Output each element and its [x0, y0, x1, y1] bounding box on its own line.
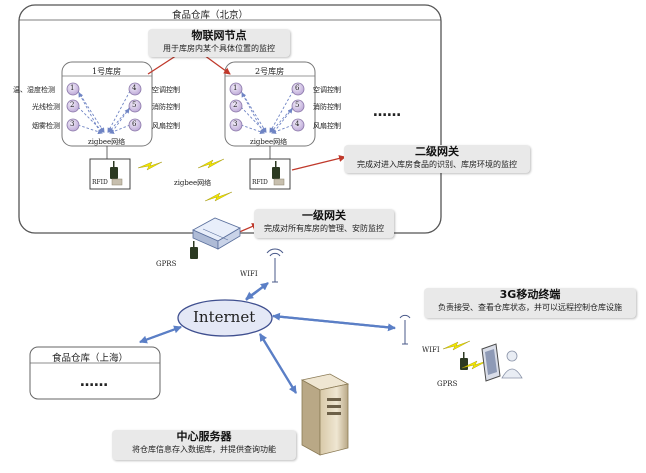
terminal-title: 3G移动终端 — [499, 288, 561, 301]
wifi-label-left: WIFI — [240, 270, 258, 278]
control-label-fan-2: 风扇控制 — [313, 122, 341, 130]
node-2-5: 5 — [295, 101, 300, 109]
node-1-5: 5 — [132, 101, 137, 109]
control-label-fire-1: 消防控制 — [152, 103, 180, 111]
node-2-4: 4 — [295, 120, 300, 128]
first-gateway-callout: 一级网关 完成对所有库房的管理、安防监控 — [254, 209, 394, 238]
rfid-label-1: RFID — [92, 179, 108, 186]
second-gateway-callout: 二级网关 完成对进入库房食品的识别、库房环境的监控 — [344, 145, 530, 173]
sensor-label-temp-humidity: 温、湿度检测 — [13, 86, 55, 94]
node-1-4: 4 — [132, 84, 137, 92]
zigbee-label-1: zigbee网络 — [88, 138, 126, 146]
gprs-device-left — [190, 241, 198, 259]
server-icon — [300, 373, 350, 456]
warehouse-beijing-title: 食品仓库（北京） — [172, 10, 249, 21]
control-label-fan-1: 风扇控制 — [152, 122, 180, 130]
wifi-antenna-left — [266, 248, 284, 283]
second-gateway-title: 二级网关 — [415, 145, 459, 158]
sensor-label-light: 光线检测 — [32, 103, 60, 111]
control-label-ac-1: 空调控制 — [152, 86, 180, 94]
node-1-6: 6 — [132, 120, 137, 128]
first-gateway-subtitle: 完成对所有库房的管理、安防监控 — [264, 224, 384, 233]
wifi-label-right: WIFI — [422, 346, 440, 354]
node-2-6: 6 — [295, 84, 300, 92]
server-title: 中心服务器 — [176, 430, 232, 443]
gprs-label-right: GPRS — [437, 380, 458, 388]
user-icon — [501, 350, 523, 379]
mobile-terminal-icon — [481, 343, 501, 382]
server-callout: 中心服务器 将仓库信息存入数据库，并提供查询功能 — [112, 430, 296, 460]
server-subtitle: 将仓库信息存入数据库，并提供查询功能 — [132, 445, 276, 454]
control-label-fire-2: 消防控制 — [313, 103, 341, 111]
second-gateway-subtitle: 完成对进入库房食品的识别、库房环境的监控 — [357, 160, 517, 169]
iot-node-title: 物联网节点 — [191, 29, 247, 42]
router-icon — [192, 217, 241, 250]
internet-cloud — [177, 299, 273, 337]
iot-node-callout: 物联网节点 用于库房内某个具体位置的监控 — [148, 29, 290, 57]
first-gateway-title: 一级网关 — [302, 209, 346, 222]
terminal-callout: 3G移动终端 负责接受、查看仓库状态，并可以远程控制仓库设施 — [424, 288, 636, 318]
terminal-subtitle: 负责接受、查看仓库状态，并可以远程控制仓库设施 — [438, 303, 622, 312]
node-1-2: 2 — [70, 101, 75, 109]
node-2-1: 1 — [233, 84, 238, 92]
more-storerooms-ellipsis: …… — [373, 104, 401, 120]
internet-label: Internet — [193, 308, 256, 326]
shanghai-ellipsis: …… — [80, 374, 108, 390]
node-1-1: 1 — [70, 84, 75, 92]
control-label-ac-2: 空调控制 — [313, 86, 341, 94]
warehouse-shanghai-frame — [29, 346, 161, 400]
iot-node-subtitle: 用于库房内某个具体位置的监控 — [163, 44, 275, 53]
rfid-label-2: RFID — [252, 179, 268, 186]
zigbee-label-2: zigbee网络 — [250, 138, 288, 146]
sensor-label-smoke: 烟雾检测 — [32, 122, 60, 130]
storeroom-2-title: 2号库房 — [255, 67, 285, 76]
storeroom-1-title: 1号库房 — [92, 67, 122, 76]
node-1-3: 3 — [70, 120, 75, 128]
wifi-antenna-right — [399, 314, 411, 345]
node-2-3: 3 — [233, 120, 238, 128]
gprs-label-left: GPRS — [156, 260, 177, 268]
node-2-2: 2 — [233, 101, 238, 109]
warehouse-shanghai-title: 食品仓库（上海） — [52, 353, 129, 364]
zigbee-label-between: zigbee网络 — [174, 179, 212, 187]
